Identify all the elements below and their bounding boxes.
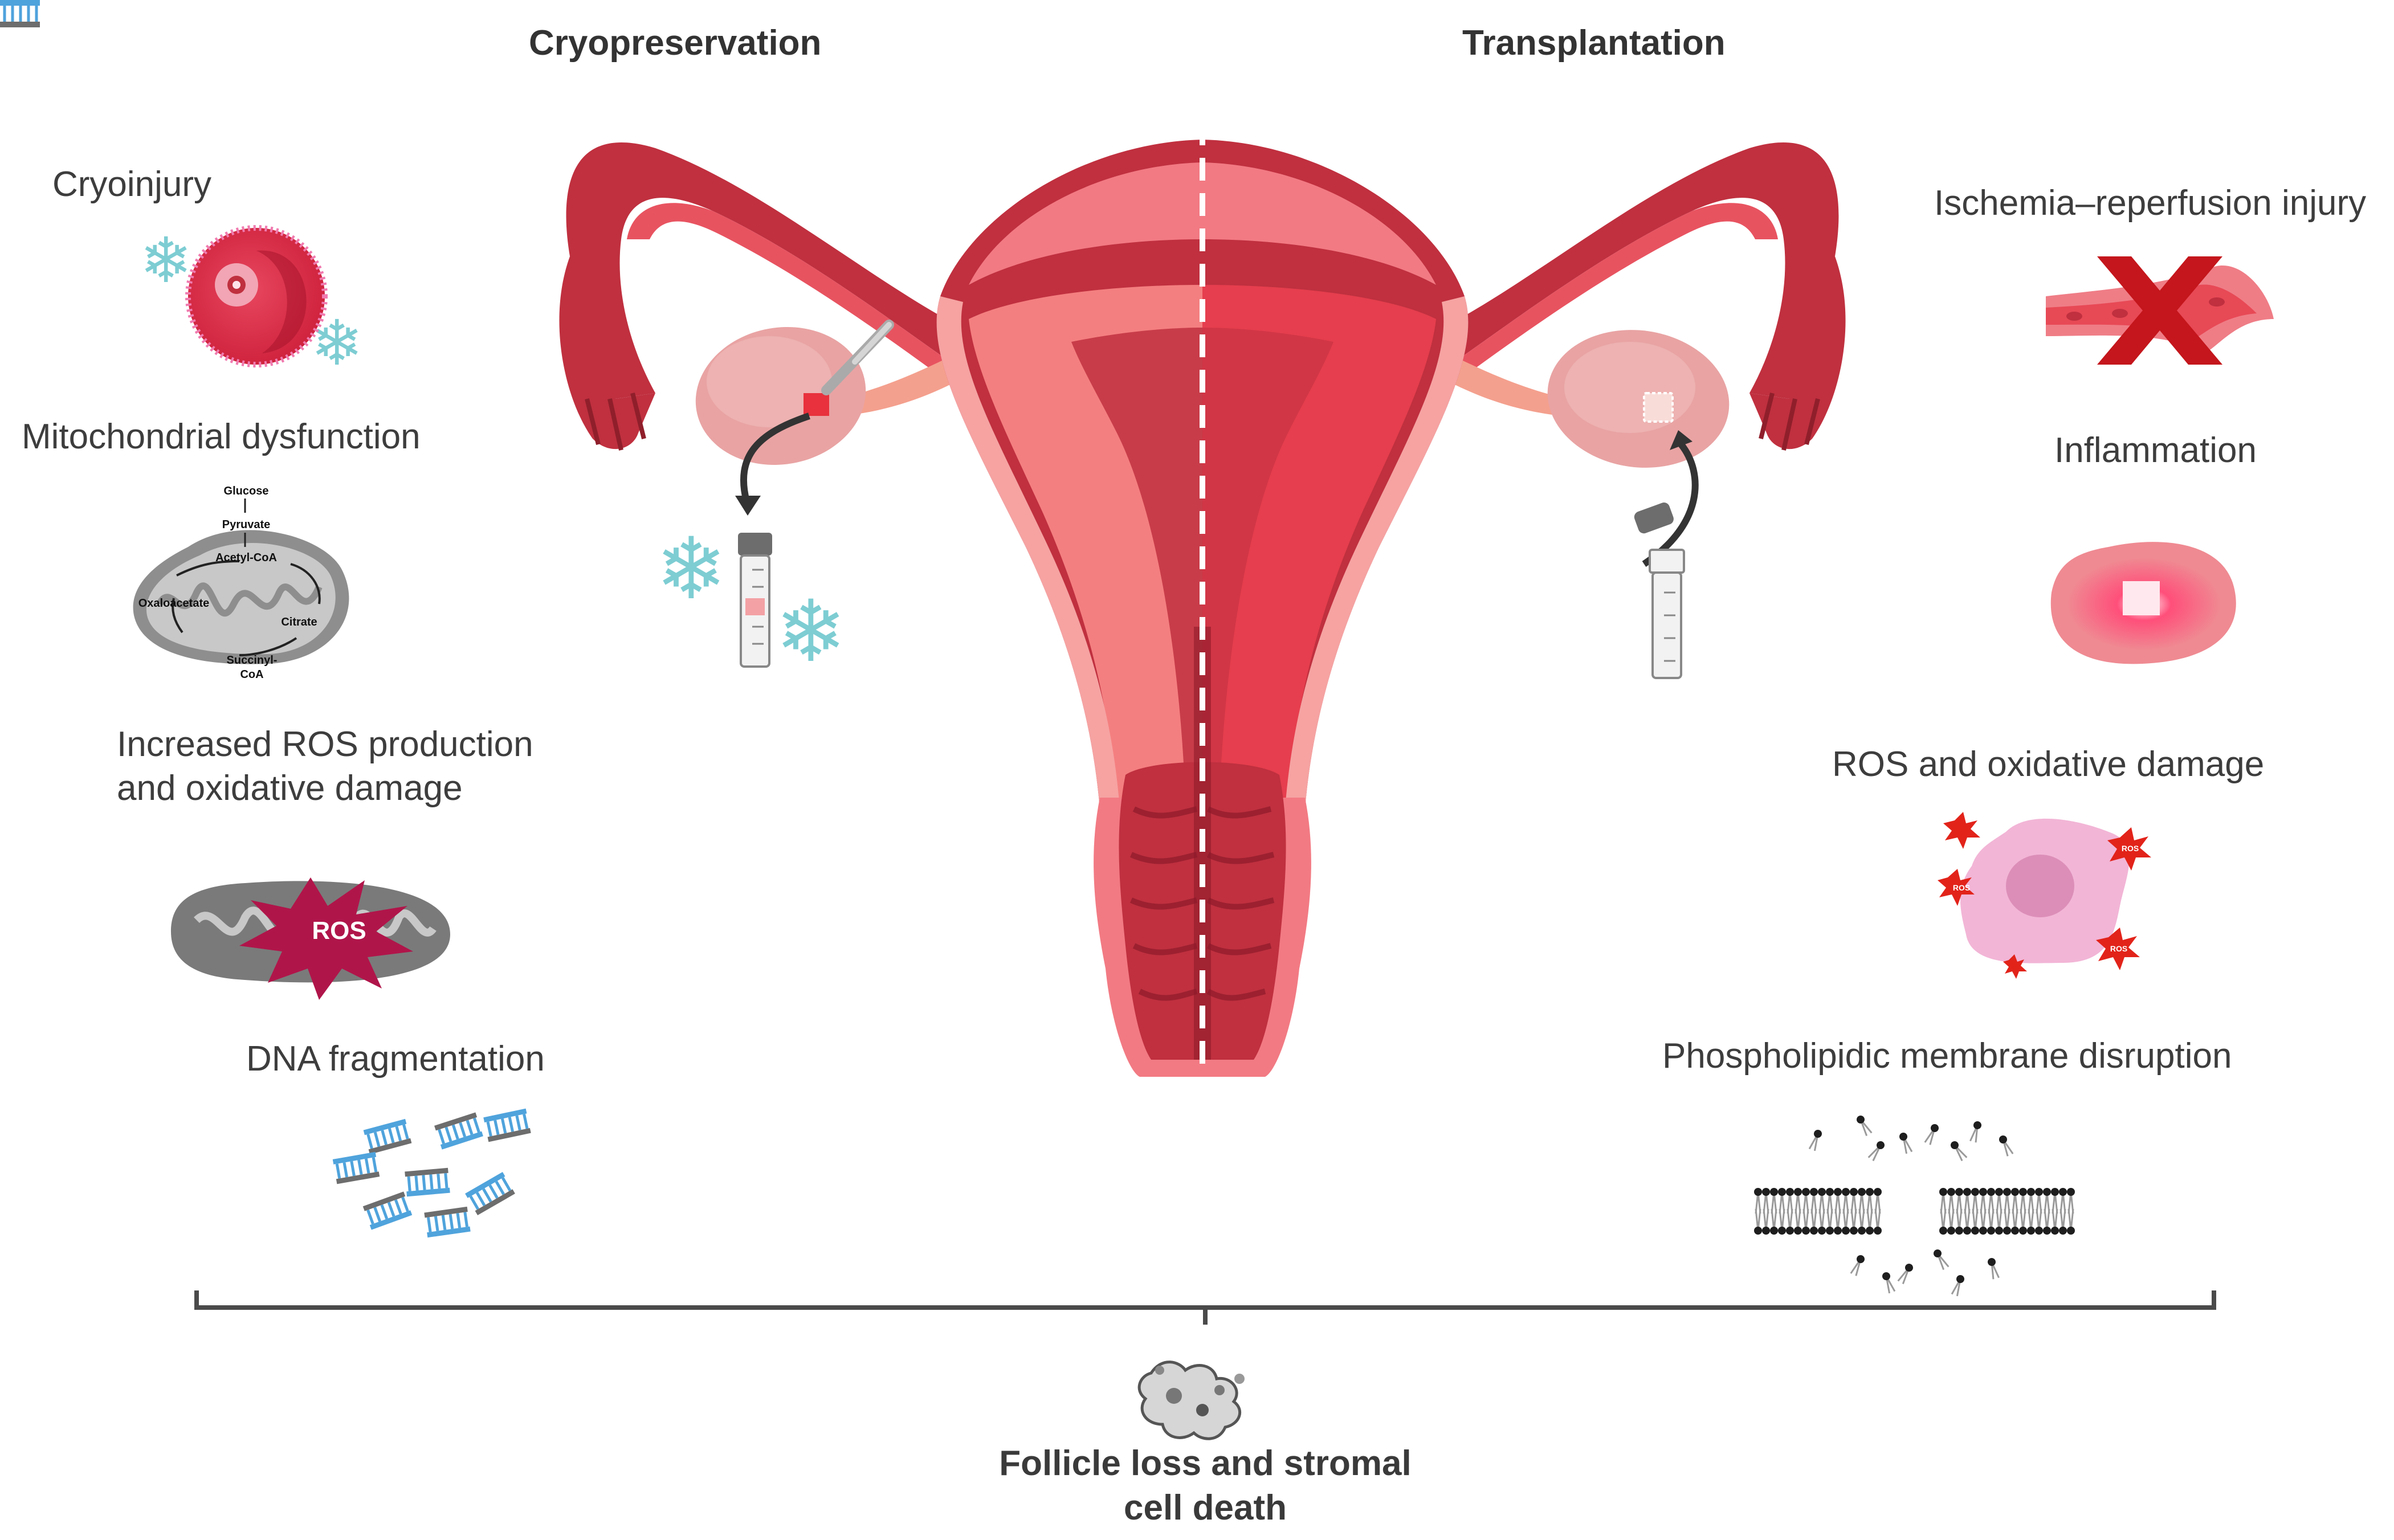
arrow-to-ovary [1642, 442, 1699, 567]
dna-fragment-icon [465, 1171, 515, 1216]
citrate-label: Citrate [281, 616, 317, 628]
ros-mitochondrion-icon [171, 877, 450, 1000]
footer-line2: cell death [1124, 1488, 1287, 1527]
loose-lipid-icon [1924, 1124, 1939, 1145]
dna-fragment-icon [363, 1118, 412, 1155]
loose-lipid-icon [1934, 1249, 1950, 1271]
dna-fragment-icon [434, 1112, 483, 1150]
loose-lipid-icon [1969, 1121, 1981, 1143]
coa-label: CoA [240, 668, 263, 681]
snowflake-icon: ❄ [140, 226, 192, 296]
loose-lipid-icon [1899, 1133, 1913, 1154]
membrane-disruption-label: Phospholipidic membrane disruption [1662, 1036, 2232, 1076]
blood-vessel-cross-icon [2046, 256, 2274, 365]
mito-dysfunction-label: Mitochondrial dysfunction [22, 417, 421, 456]
inflammation-icon [2050, 542, 2236, 664]
right-ovary [1547, 330, 1730, 468]
snowflake-icon: ❄ [775, 583, 847, 679]
phospholipid-bilayer [1754, 1116, 2075, 1297]
ros-oxidative-label: ROS and oxidative damage [1832, 745, 2265, 784]
ros-spark-label: ROS [1953, 883, 1970, 892]
loose-lipid-icon [1808, 1130, 1822, 1151]
footer-line1: Follicle loss and stromal [999, 1444, 1412, 1483]
ros-label-line2: and oxidative damage [117, 769, 463, 808]
snowflake-icon: ❄ [655, 521, 727, 616]
tissue-biopsy [804, 393, 829, 416]
dna-fragment-icon [405, 1167, 450, 1197]
dna-fragments-icon [0, 0, 40, 27]
oxaloacetate-label: Oxaloacetate [138, 597, 210, 610]
cryoinjured-cell-icon [185, 225, 328, 367]
loose-lipid-icon [1867, 1141, 1885, 1162]
loose-lipid-icon [1850, 1255, 1865, 1276]
ros-spark-icon [1938, 812, 2151, 979]
loose-lipid-icon [1988, 1258, 2000, 1280]
footer-title: Follicle loss and stromal cell death [912, 1441, 1499, 1530]
arrow-to-vial [740, 412, 810, 503]
cell-debris-icon [1137, 1361, 1245, 1440]
dna-fragmentation-label: DNA fragmentation [246, 1039, 545, 1079]
left-ovary [695, 326, 866, 465]
ros-cell-icon [1938, 812, 2151, 979]
loose-lipid-icon [1882, 1272, 1896, 1294]
succinyl-label: Succinyl- [227, 654, 278, 667]
ischemia-label: Ischemia–reperfusion injury [1934, 183, 2367, 223]
loose-lipid-icon [1857, 1116, 1873, 1137]
dna-fragment-icon [424, 1206, 471, 1238]
right-fimbriae [1749, 256, 1846, 450]
dna-fragment-icon [332, 1151, 380, 1184]
dna-fragment-icon [362, 1191, 413, 1230]
inflammation-label: Inflammation [2054, 431, 2257, 470]
loose-lipid-icon [1951, 1275, 1964, 1297]
ros-badge-text: ROS [312, 917, 366, 945]
uterus [559, 122, 1846, 1077]
left-fimbriae [559, 256, 655, 450]
summary-bracket [194, 1290, 2216, 1325]
pyruvate-label: Pyruvate [222, 518, 271, 531]
ros-label-line1: Increased ROS production [117, 725, 533, 764]
dna-fragments [332, 1108, 531, 1238]
loose-lipid-icon [1999, 1135, 2014, 1157]
cryovial-right [1634, 503, 1685, 679]
glucose-label: Glucose [224, 485, 269, 497]
ros-spark-label: ROS [2110, 944, 2127, 953]
acetyl-coa-label: Acetyl-CoA [215, 552, 277, 564]
cross-icon [2097, 256, 2222, 365]
ros-burst-icon [239, 877, 413, 1000]
cryovial-left [738, 533, 772, 668]
grafted-tissue [1643, 392, 1674, 423]
cryopreservation-header: Cryopreservation [529, 23, 822, 63]
loose-lipid-icon [1897, 1264, 1913, 1285]
mitochondrion-krebs-icon [133, 499, 349, 664]
loose-lipid-icon [1951, 1141, 1968, 1162]
cryoinjury-label: Cryoinjury [52, 165, 212, 204]
scalpel [821, 320, 894, 395]
transplantation-header: Transplantation [1462, 23, 1726, 63]
dna-fragment-icon [483, 1108, 531, 1142]
ros-spark-label: ROS [2122, 844, 2139, 853]
